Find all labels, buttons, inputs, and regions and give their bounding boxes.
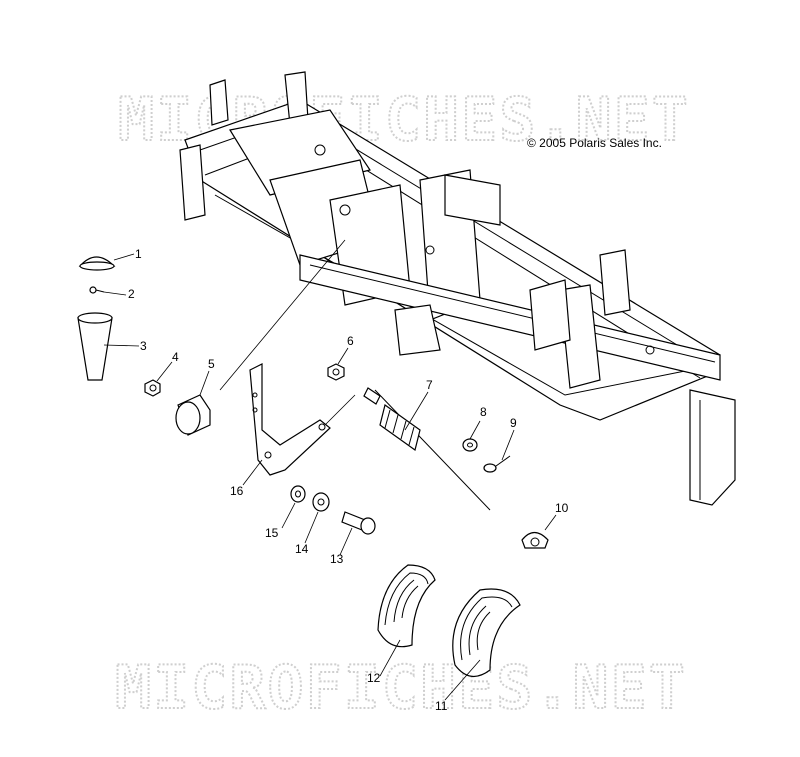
callout-4: 4	[172, 350, 179, 364]
callout-13: 13	[330, 552, 344, 566]
callout-11: 11	[435, 699, 448, 713]
callout-1: 1	[135, 247, 142, 261]
part-1-knob-cap	[78, 256, 116, 271]
part-7-shift-cable	[363, 387, 491, 511]
callout-16: 16	[230, 484, 244, 498]
part-8-washer	[462, 438, 478, 452]
callout-6: 6	[347, 334, 354, 348]
callout-5: 5	[208, 357, 215, 371]
part-11-floor-mat	[452, 588, 521, 677]
part-15-washer	[290, 485, 306, 503]
part-14-washer	[312, 492, 330, 512]
callout-8: 8	[480, 405, 487, 419]
part-16-shift-bracket	[249, 363, 331, 476]
part-4-nut	[144, 379, 161, 397]
callout-15: 15	[265, 526, 279, 540]
callout-14: 14	[295, 542, 309, 556]
part-6-nut	[327, 363, 345, 381]
callout-leaders	[103, 253, 557, 701]
part-2-screw	[89, 286, 105, 294]
part-9-cotter-pin	[483, 455, 511, 473]
callout-10: 10	[555, 501, 569, 515]
callout-2: 2	[128, 287, 135, 301]
callout-9: 9	[510, 416, 517, 430]
part-10-clamp	[521, 531, 549, 549]
callout-3: 3	[140, 339, 147, 353]
leader-frame	[219, 239, 346, 391]
copyright-text: © 2005 Polaris Sales Inc.	[527, 136, 662, 150]
frame-assembly	[179, 71, 736, 506]
callout-12: 12	[367, 671, 381, 685]
callout-7: 7	[426, 378, 433, 392]
part-12-floor-mat	[377, 564, 436, 648]
part-13-shoulder-bolt	[341, 511, 376, 535]
watermark-bottom: MICROFICHES.NET	[115, 653, 687, 723]
part-5-bumper	[175, 394, 211, 436]
part-3-shift-knob	[77, 312, 113, 381]
